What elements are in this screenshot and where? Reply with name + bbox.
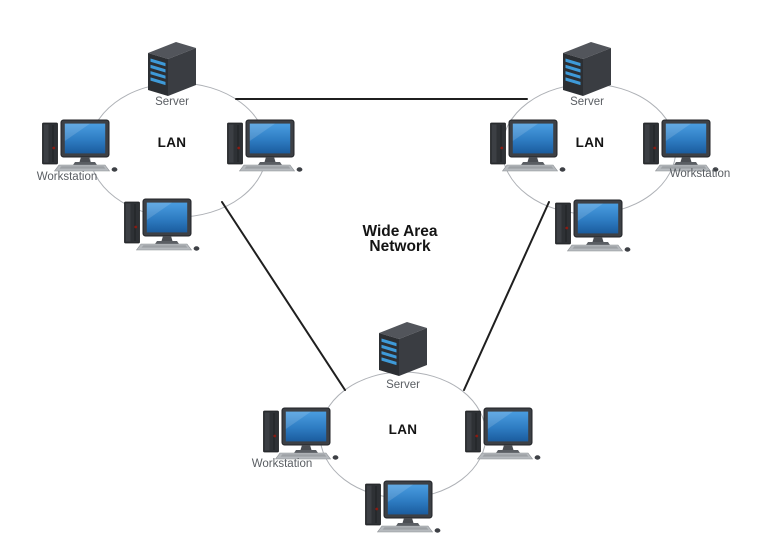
lan-label: LAN [576, 135, 605, 150]
wan-link-right [463, 201, 550, 391]
server-label: Server [570, 96, 604, 108]
workstation-icon [643, 119, 719, 173]
workstation-label: Workstation [37, 171, 98, 183]
lan-group-top-left: Server Workstation LAN [37, 42, 303, 252]
workstation-icon [227, 119, 303, 173]
workstation-icon [555, 199, 631, 253]
workstation-label: Workstation [670, 168, 731, 180]
server-label: Server [386, 379, 420, 391]
workstation-icon [465, 407, 541, 461]
wan-title-line1: Wide Area [362, 223, 437, 240]
wan-link-left [221, 201, 346, 391]
server-label: Server [155, 96, 189, 108]
lan-label: LAN [158, 135, 187, 150]
wan-title-line2: Network [369, 238, 431, 255]
workstation-icon [124, 198, 200, 252]
lan-group-bottom: Server Workstation LAN [252, 322, 541, 534]
workstation-icon [365, 480, 441, 534]
server-icon [379, 322, 427, 376]
wan-title: Wide Area Network [362, 223, 437, 255]
lan-group-top-right: Server Workstation LAN [490, 42, 731, 253]
lan-label: LAN [389, 422, 418, 437]
workstation-label: Workstation [252, 458, 313, 470]
